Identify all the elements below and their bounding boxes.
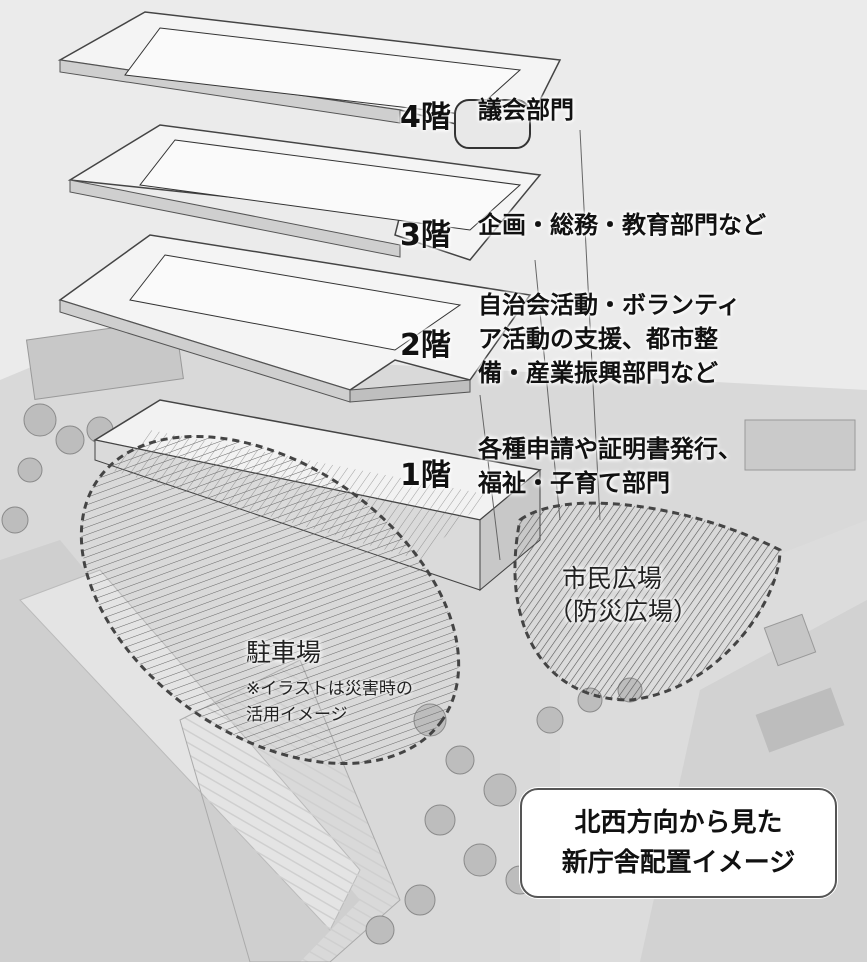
floor-2-description: 自治会活動・ボランティ ア活動の支援、都市整 備・産業振興部門など (478, 288, 741, 390)
floor-4-level: 4階 (400, 100, 451, 135)
floor-4-description-line: 議会部門 (478, 96, 574, 124)
parking-note-line2: 活用イメージ (246, 705, 348, 725)
floor-2-description-line: 自治会活動・ボランティ (478, 291, 741, 319)
parking-zone (79, 434, 461, 766)
floor-4-description: 議会部門 (478, 93, 574, 127)
floor-3-description: 企画・総務・教育部門など (478, 208, 766, 242)
title-line1: 北西方向から見た (574, 808, 783, 838)
floor-3-level: 3階 (400, 218, 451, 253)
floor-1-description: 各種申請や証明書発行、 福祉・子育て部門 (478, 432, 742, 500)
title-line2: 新庁舎配置イメージ (561, 848, 796, 878)
floor-4-slab (57, 11, 562, 149)
floor-1-description-line: 各種申請や証明書発行、 (478, 435, 742, 463)
parking-label: 駐車場 (246, 638, 322, 667)
floor-1-description-line: 福祉・子育て部門 (478, 469, 670, 497)
parking-note-line1: ※イラストは災害時の (246, 679, 413, 699)
plaza-label-line2: （防災広場） (548, 597, 699, 626)
floor-2-description-line: 備・産業振興部門など (478, 359, 718, 387)
floor-3-description-line: 企画・総務・教育部門など (478, 211, 766, 239)
floor-2-level: 2階 (400, 328, 451, 363)
plaza-label-line1: 市民広場 (562, 564, 663, 593)
floor-3-slab (67, 124, 542, 261)
plaza-label: 市民広場 （防災広場） (548, 562, 698, 628)
stack-lines (479, 129, 601, 561)
floor-2-slab (58, 234, 532, 403)
floor-1-level: 1階 (400, 458, 451, 493)
title-box: 北西方向から見た 新庁舎配置イメージ (520, 788, 837, 898)
parking-note: ※イラストは災害時の 活用イメージ (246, 676, 413, 728)
plaza-zone (513, 501, 782, 702)
floor-2-description-line: ア活動の支援、都市整 (478, 325, 718, 353)
